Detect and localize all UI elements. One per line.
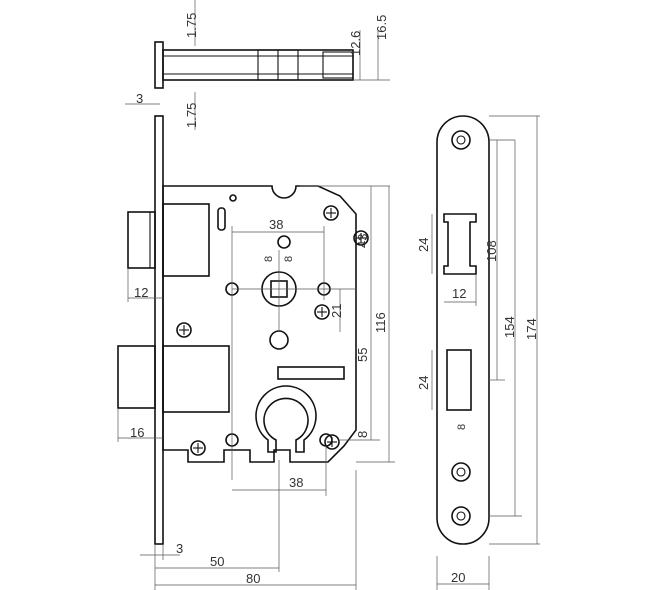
dim-label: 108 (484, 240, 499, 262)
dim-label: 8 (263, 256, 275, 262)
dim-label: 12 (452, 286, 466, 301)
hole (277, 235, 291, 249)
dim-label: 174 (524, 318, 539, 340)
dim-label: 20 (451, 570, 465, 585)
front-faceplate (154, 115, 164, 545)
screw (353, 230, 369, 246)
dead-bolt (117, 345, 156, 409)
screw (176, 322, 192, 338)
dim-label: 80 (246, 571, 260, 586)
latch-housing (162, 203, 210, 277)
lever-bar (277, 366, 345, 380)
dim-label: 55 (355, 348, 370, 362)
dim-label: 38 (269, 217, 283, 232)
strike-plate (436, 115, 490, 545)
dim-label: 12 (134, 285, 148, 300)
screw-hole-inner (456, 135, 466, 145)
screw (323, 205, 339, 221)
lock-body (162, 185, 357, 463)
small-hole (229, 194, 237, 202)
hole (269, 330, 289, 350)
latch-opening (443, 213, 477, 275)
dim-label: 3 (176, 541, 183, 556)
dim-label: 50 (210, 554, 224, 569)
screw-hole-inner (456, 511, 466, 521)
dim-label: 8 (283, 256, 295, 262)
screw-hole (451, 130, 471, 150)
dim-label: 3 (136, 91, 143, 106)
top-spindle-block (322, 51, 354, 79)
dead-bolt-housing (162, 345, 230, 413)
screw (314, 304, 330, 320)
dim-label: 16.5 (374, 15, 389, 40)
dim-label: 8 (456, 424, 468, 430)
dim-label: 43 (355, 234, 370, 248)
cylinder-cutout (255, 385, 317, 453)
dim-label: 24 (416, 376, 431, 390)
top-view: 1.75 3 1.75 12.6 16.5 (125, 0, 390, 130)
screw-hole-inner (456, 467, 466, 477)
front-view: 38 8 8 43 21 116 55 8 12 16 38 3 50 80 (117, 115, 395, 590)
dim-label: 154 (502, 316, 517, 338)
slot (217, 207, 226, 231)
bolt-opening (446, 349, 472, 411)
latch-bolt (127, 211, 156, 269)
dim-label: 16 (130, 425, 144, 440)
screw (190, 440, 206, 456)
dim-label: 12.6 (348, 31, 363, 56)
dim-label: 1.75 (184, 13, 199, 38)
dim-label: 24 (416, 238, 431, 252)
dim-label: 116 (373, 312, 388, 333)
dim-label: 8 (355, 431, 370, 438)
top-faceplate (154, 41, 164, 89)
screw-hole (451, 462, 471, 482)
faceplate-view: 24 108 154 174 12 24 8 20 (416, 115, 540, 590)
dim-label: 38 (289, 475, 303, 490)
dim-label: 21 (329, 304, 344, 318)
dim-label: 1.75 (184, 103, 199, 128)
screw-hole (451, 506, 471, 526)
